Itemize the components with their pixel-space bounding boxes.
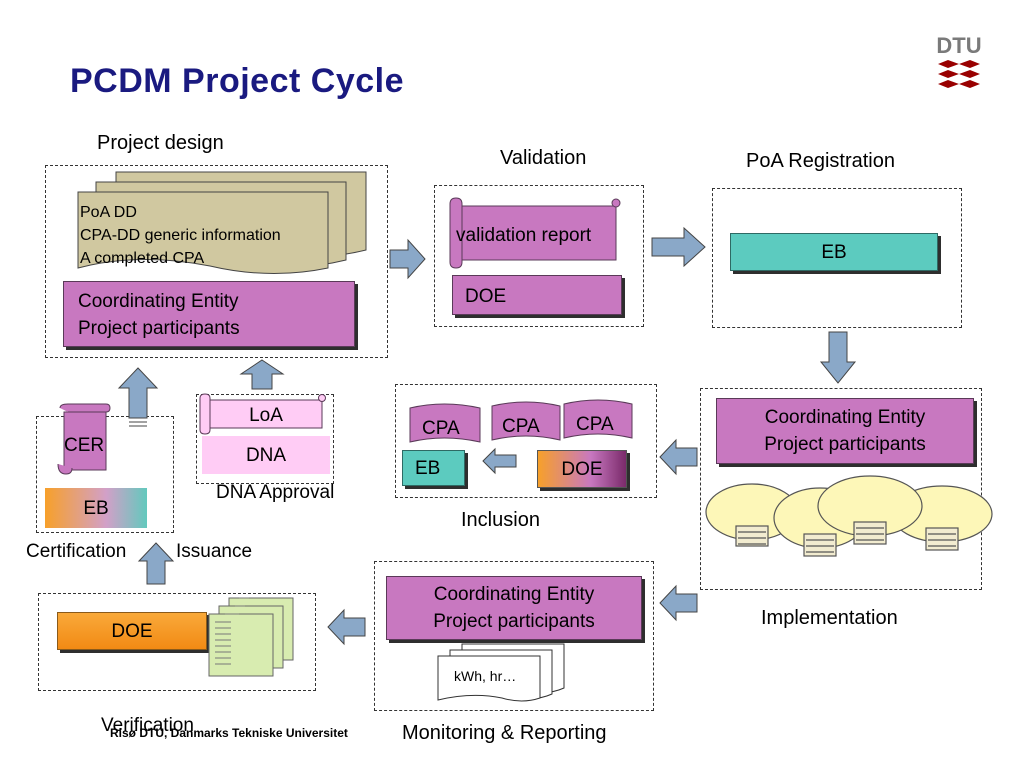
inclusion-doe-box: DOE: [537, 450, 627, 488]
dtu-logo: DTU: [936, 34, 982, 96]
entity-line: Coordinating Entity: [78, 291, 239, 312]
arrow-right-icon: [389, 238, 426, 280]
entity-line: Coordinating Entity: [764, 407, 926, 428]
validation-scroll-icon: [449, 197, 621, 269]
doc-line-cpa-dd: CPA-DD generic information: [80, 227, 281, 244]
document-stack-icon: [77, 171, 367, 275]
certification-label: Certification: [26, 541, 127, 562]
arrow-left-icon: [327, 608, 366, 646]
project-design-label: Project design: [97, 132, 224, 154]
entity-line: Coordinating Entity: [433, 584, 595, 605]
validation-doe-box: DOE: [452, 275, 622, 315]
project-design-frame: [45, 165, 388, 358]
light-bulbs-icon: [705, 475, 993, 557]
entity-line: Project participants: [764, 434, 926, 455]
implementation-entity-box: Coordinating Entity Project participants: [716, 398, 974, 464]
validation-label: Validation: [500, 147, 587, 169]
verification-doe-box: DOE: [57, 612, 207, 650]
issuance-label: Issuance: [176, 541, 253, 562]
arrow-up-icon: [117, 367, 159, 427]
monitoring-documents-icon: [437, 643, 565, 702]
loa-scroll-icon: [199, 393, 326, 435]
logo-text: DTU: [936, 33, 982, 58]
verification-label: Verification: [101, 715, 194, 736]
implementation-label: Implementation: [761, 607, 898, 629]
dna-approval-frame: [196, 394, 334, 484]
arrow-left-icon: [659, 438, 698, 476]
cer-text: CER: [64, 435, 105, 456]
loa-text: LoA: [249, 404, 283, 426]
arrow-up-icon: [137, 542, 175, 585]
cpa-label-3: CPA: [576, 414, 614, 435]
arrow-down-icon: [819, 331, 857, 384]
verification-frame: [38, 593, 316, 691]
registration-eb-box: EB: [730, 233, 938, 271]
entity-line: Project participants: [78, 318, 240, 339]
cpa-flags-icon: [409, 399, 633, 443]
implementation-frame: [700, 388, 982, 590]
validation-frame: [434, 185, 644, 327]
doc-line-completed-cpa: A completed CPA: [80, 250, 205, 267]
certification-eb-box: EB: [45, 488, 147, 528]
dna-approval-label: DNA Approval: [216, 482, 335, 503]
doc-line-poa-dd: PoA DD: [80, 204, 137, 221]
monitoring-frame: [374, 561, 654, 711]
cpa-label-2: CPA: [502, 416, 540, 437]
registration-label: PoA Registration: [746, 150, 895, 172]
bulb-4: [817, 475, 923, 545]
cpa-label-1: CPA: [422, 418, 460, 439]
monitoring-entity-box: Coordinating Entity Project participants: [386, 576, 642, 640]
inclusion-arrow-icon: [482, 447, 517, 475]
monitoring-doc-text: kWh, hr…: [454, 668, 517, 684]
arrow-up-icon: [239, 359, 285, 390]
monitoring-label: Monitoring & Reporting: [402, 722, 607, 744]
arrow-left-icon: [659, 584, 698, 622]
arrow-right-icon: [651, 226, 706, 268]
registration-frame: [712, 188, 962, 328]
inclusion-label: Inclusion: [461, 509, 540, 531]
validation-report-text: validation report: [456, 225, 592, 246]
footer-text: Risø DTU, Danmarks Tekniske Universitet: [110, 726, 348, 740]
logo-waves-icon: [938, 60, 980, 88]
inclusion-frame: [395, 384, 657, 498]
cer-scroll-icon: [57, 403, 111, 475]
spreadsheet-stack-icon: [208, 597, 294, 677]
entity-line: Project participants: [433, 611, 595, 632]
inclusion-eb-box: EB: [402, 450, 465, 486]
project-design-entity-box: Coordinating Entity Project participants: [63, 281, 355, 347]
page-title: PCDM Project Cycle: [70, 62, 404, 100]
dna-box: DNA: [202, 436, 330, 474]
project-design-doc-text: PoA DD CPA-DD generic information A comp…: [80, 201, 281, 270]
